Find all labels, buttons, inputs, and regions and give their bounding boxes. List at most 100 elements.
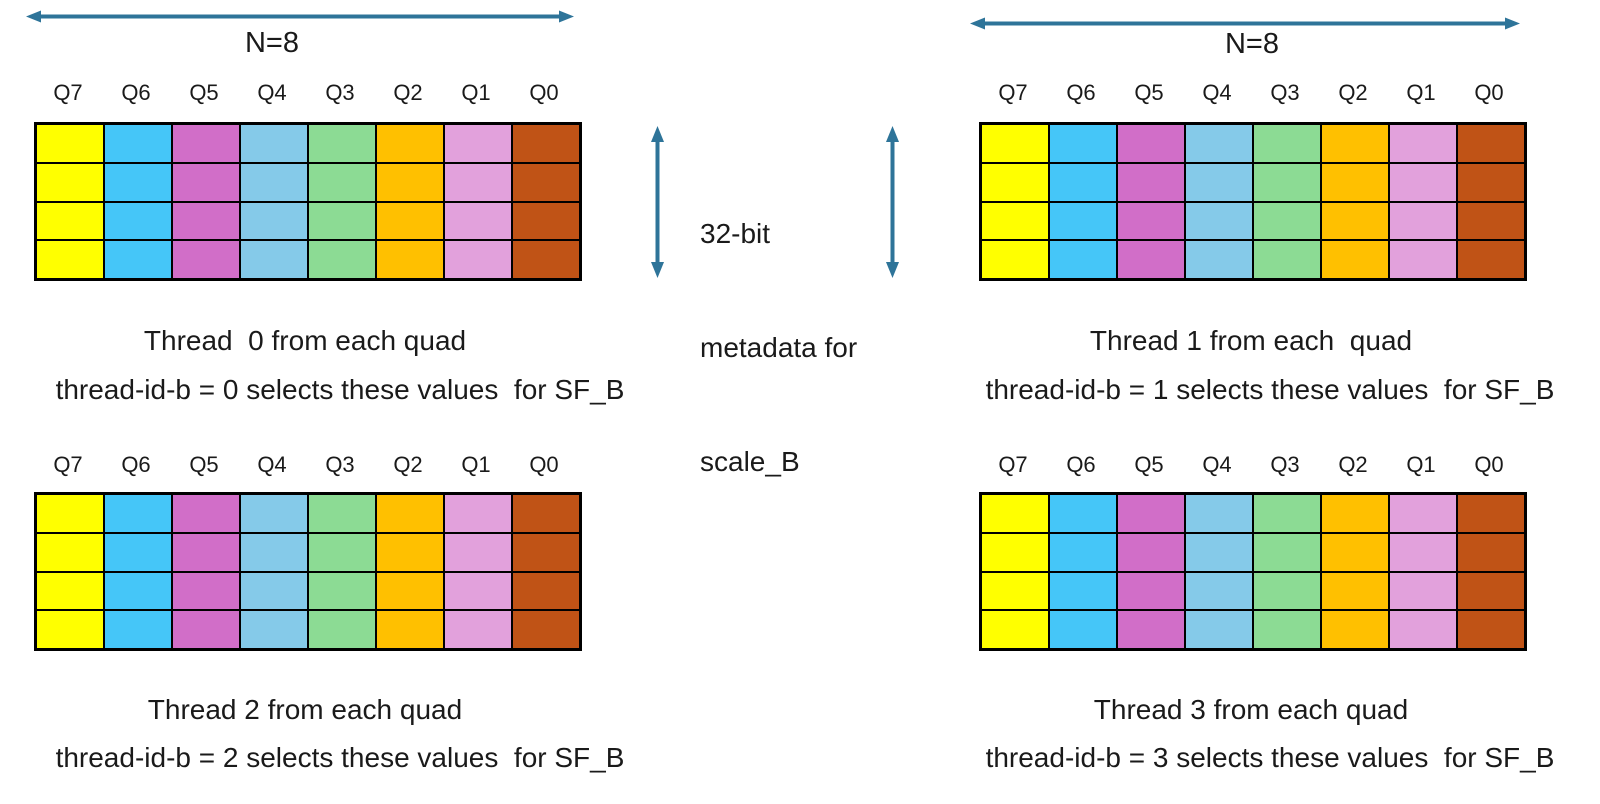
metadata-cell xyxy=(1389,240,1457,279)
quad-column-label: Q0 xyxy=(1474,452,1504,477)
metadata-cell xyxy=(1185,494,1253,533)
quad-column-label: Q0 xyxy=(529,80,559,105)
metadata-cell xyxy=(1389,571,1457,611)
metadata-annotation: 32-bit metadata for scale_B xyxy=(700,139,857,557)
quad-column-label: Q2 xyxy=(393,80,423,105)
metadata-cell xyxy=(1049,240,1117,279)
quad-column-label: Q1 xyxy=(1406,80,1436,105)
metadata-cell xyxy=(1457,532,1525,572)
metadata-cell xyxy=(1185,532,1253,572)
thread-description: thread-id-b = 0 selects these values for… xyxy=(55,374,625,405)
metadata-cell xyxy=(1117,532,1185,572)
quad-column-label: Q1 xyxy=(461,452,491,477)
metadata-cell xyxy=(1117,610,1185,649)
quad-column-label: Q5 xyxy=(1134,80,1164,105)
metadata-cell xyxy=(104,201,172,241)
metadata-cell xyxy=(376,571,444,611)
metadata-cell xyxy=(1185,162,1253,202)
metadata-cell xyxy=(1185,610,1253,649)
metadata-cell xyxy=(1185,124,1253,163)
metadata-cell xyxy=(104,124,172,163)
metadata-cell xyxy=(981,240,1049,279)
metadata-grid-thread2 xyxy=(34,492,582,651)
metadata-cell xyxy=(172,571,240,611)
metadata-cell xyxy=(1185,201,1253,241)
metadata-cell xyxy=(1457,571,1525,611)
metadata-cell xyxy=(36,240,104,279)
metadata-cell xyxy=(981,162,1049,202)
metadata-cell xyxy=(1389,201,1457,241)
quad-column-label: Q7 xyxy=(998,80,1028,105)
metadata-cell xyxy=(512,240,580,279)
metadata-cell xyxy=(104,494,172,533)
metadata-cell xyxy=(512,124,580,163)
metadata-cell xyxy=(981,124,1049,163)
n8-label-left: N=8 xyxy=(244,27,299,59)
metadata-cell xyxy=(172,494,240,533)
metadata-cell xyxy=(1253,610,1321,649)
metadata-cell xyxy=(512,610,580,649)
metadata-cell xyxy=(172,124,240,163)
quad-column-label: Q4 xyxy=(1202,80,1232,105)
quad-column-label: Q1 xyxy=(461,80,491,105)
n8-span-arrow-right xyxy=(970,17,1520,30)
metadata-cell xyxy=(36,610,104,649)
quad-column-label: Q2 xyxy=(1338,452,1368,477)
quad-column-label: Q5 xyxy=(189,80,219,105)
metadata-cell xyxy=(1049,532,1117,572)
quad-column-label: Q2 xyxy=(393,452,423,477)
thread-title: Thread 0 from each quad xyxy=(143,325,467,356)
metadata-cell xyxy=(240,532,308,572)
height-span-arrow-right xyxy=(886,126,899,278)
metadata-cell xyxy=(1321,162,1389,202)
quad-column-label: Q1 xyxy=(1406,452,1436,477)
quad-column-label: Q7 xyxy=(998,452,1028,477)
metadata-cell xyxy=(240,571,308,611)
metadata-cell xyxy=(1389,610,1457,649)
metadata-cell xyxy=(1253,162,1321,202)
metadata-cell xyxy=(444,124,512,163)
metadata-cell xyxy=(981,610,1049,649)
quad-column-label: Q6 xyxy=(1066,80,1096,105)
metadata-cell xyxy=(1321,124,1389,163)
metadata-cell xyxy=(1253,571,1321,611)
metadata-cell xyxy=(1457,610,1525,649)
thread-description: thread-id-b = 3 selects these values for… xyxy=(985,742,1555,773)
metadata-cell xyxy=(104,240,172,279)
metadata-grid-thread3 xyxy=(979,492,1527,651)
metadata-cell xyxy=(1321,610,1389,649)
quad-column-label: Q5 xyxy=(1134,452,1164,477)
quad-column-label: Q5 xyxy=(189,452,219,477)
thread-title: Thread 2 from each quad xyxy=(147,694,463,725)
metadata-cell xyxy=(1389,532,1457,572)
metadata-grid-thread1 xyxy=(979,122,1527,281)
metadata-cell xyxy=(1117,494,1185,533)
metadata-cell xyxy=(36,124,104,163)
metadata-cell xyxy=(1117,240,1185,279)
n8-span-arrow-left xyxy=(26,10,574,23)
metadata-cell xyxy=(308,201,376,241)
metadata-cell xyxy=(172,162,240,202)
height-span-arrow-left xyxy=(651,126,664,278)
metadata-cell xyxy=(981,532,1049,572)
metadata-cell xyxy=(444,610,512,649)
metadata-cell xyxy=(172,532,240,572)
metadata-cell xyxy=(1321,240,1389,279)
n8-label-right: N=8 xyxy=(1224,28,1279,60)
metadata-cell xyxy=(308,571,376,611)
metadata-cell xyxy=(240,162,308,202)
metadata-cell xyxy=(36,162,104,202)
metadata-cell xyxy=(1321,494,1389,533)
metadata-cell xyxy=(444,240,512,279)
metadata-cell xyxy=(1117,124,1185,163)
metadata-cell xyxy=(1117,201,1185,241)
quad-column-label: Q6 xyxy=(121,80,151,105)
metadata-cell xyxy=(1457,124,1525,163)
metadata-cell xyxy=(512,162,580,202)
quad-column-label: Q4 xyxy=(257,80,287,105)
quad-column-label: Q0 xyxy=(1474,80,1504,105)
